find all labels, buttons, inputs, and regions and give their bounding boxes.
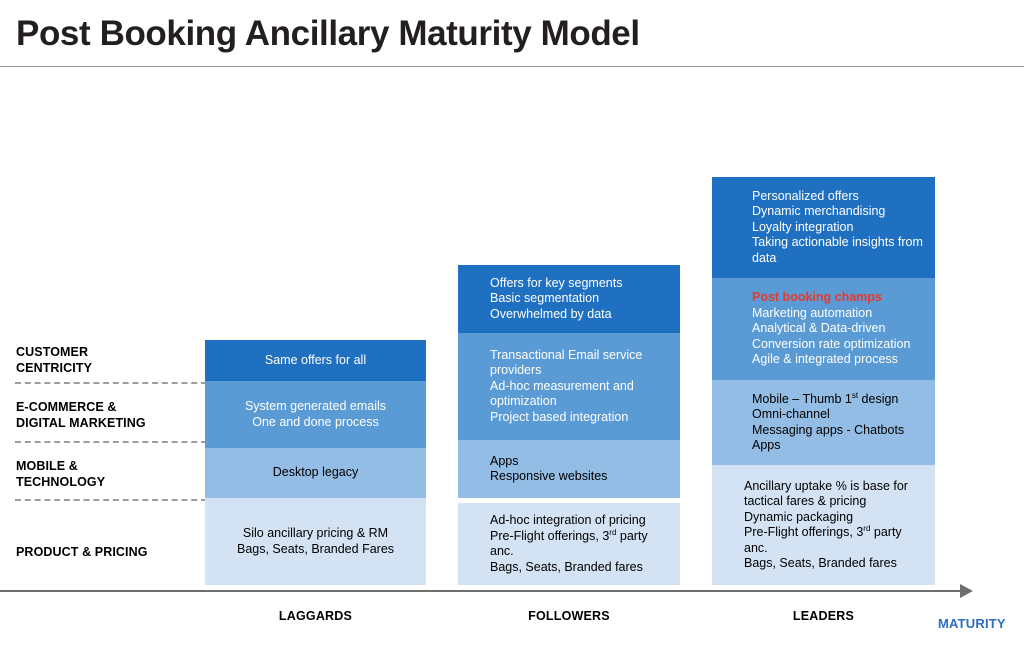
cell-line: Transactional Email service providers [490,347,646,378]
cell-line: Apps [752,438,781,452]
row-label-ecommerce-digital-marketing: E-COMMERCE & DIGITAL MARKETING [16,399,206,431]
maturity-axis-arrowhead [960,584,973,598]
cell-laggards-customer-centricity[interactable]: Same offers for all [205,340,426,381]
cell-line: Loyalty integration [752,219,854,234]
cell-followers-ecommerce-digital-marketing[interactable]: Transactional Email service providers Ad… [458,333,680,440]
cell-laggards-product-pricing[interactable]: Silo ancillary pricing & RM Bags, Seats,… [205,498,426,585]
cell-laggards-ecommerce-digital-marketing[interactable]: System generated emails One and done pro… [205,381,426,448]
cell-line: Analytical & Data-driven [752,321,886,336]
cell-line: System generated emails [244,399,387,413]
row-label-product-pricing: PRODUCT & PRICING [16,544,206,560]
row-label-line: PRODUCT & PRICING [16,545,148,559]
cell-line: Dynamic merchandising [752,204,886,219]
cell-line: Ancillary uptake % is base for tactical … [744,478,912,509]
highlight-post-booking-champs: Post booking champs [752,290,882,305]
cell-line: Offers for key segments [490,275,623,290]
cell-followers-product-pricing[interactable]: Ad-hoc integration of pricing Pre-Flight… [458,503,680,585]
axis-label-followers: FOLLOWERS [528,609,610,623]
cell-line: Bags, Seats, Branded fares [490,559,643,574]
column-laggards[interactable]: Same offers for all System generated ema… [205,0,426,649]
maturity-axis-line [0,590,963,592]
cell-laggards-mobile-technology[interactable]: Desktop legacy [205,448,426,498]
cell-line: Bags, Seats, Branded Fares [236,541,395,556]
cell-line-superscript: Pre-Flight offerings, 3rd party anc. [744,523,906,555]
axis-label-leaders: LEADERS [792,609,855,623]
row-label-customer-centricity: CUSTOMER CENTRICITY [16,344,206,376]
cell-leaders-mobile-technology[interactable]: Mobile – Thumb 1st design Omni-channel M… [712,380,935,465]
cell-line: Conversion rate optimization [752,336,911,351]
column-leaders[interactable]: Personalized offers Dynamic merchandisin… [712,0,935,649]
cell-line: Marketing automation [752,305,873,320]
cell-line: Bags, Seats, Branded fares [744,556,897,570]
row-label-line: CUSTOMER CENTRICITY [16,345,92,375]
cell-line: Ad-hoc measurement and optimization [490,378,638,409]
row-separator-2 [15,441,207,443]
cell-line: Project based integration [490,409,629,424]
row-label-line: MOBILE & TECHNOLOGY [16,459,106,489]
cell-line: Personalized offers [752,188,859,203]
cell-line-superscript: Mobile – Thumb 1st design [752,390,899,406]
cell-leaders-customer-centricity[interactable]: Personalized offers Dynamic merchandisin… [712,177,935,278]
cell-line: Responsive websites [490,469,608,483]
header-divider [0,66,1024,67]
cell-followers-mobile-technology[interactable]: Apps Responsive websites [458,440,680,498]
row-label-mobile-technology: MOBILE & TECHNOLOGY [16,458,206,490]
cell-line: Apps [490,453,519,468]
cell-line: Messaging apps - Chatbots [752,422,905,437]
cell-line: Dynamic packaging [744,509,854,524]
column-followers[interactable]: Offers for key segments Basic segmentati… [458,0,680,649]
row-label-line: E-COMMERCE & DIGITAL MARKETING [16,400,146,430]
cell-line: One and done process [252,414,379,429]
cell-line: Same offers for all [264,352,367,367]
cell-followers-customer-centricity[interactable]: Offers for key segments Basic segmentati… [458,265,680,333]
row-separator-3 [15,499,207,501]
page-title: Post Booking Ancillary Maturity Model [16,14,640,53]
axis-title-maturity: MATURITY [938,616,1006,631]
cell-line: Omni-channel [752,407,830,421]
cell-line: Silo ancillary pricing & RM [242,526,389,540]
cell-line: Taking actionable insights from data [752,235,927,265]
row-separator-1 [15,382,207,384]
axis-label-laggards: LAGGARDS [278,609,353,623]
cell-line: Ad-hoc integration of pricing [490,513,646,527]
cell-line: Agile & integrated process [752,352,898,367]
cell-line-superscript: Pre-Flight offerings, 3rd party anc. [490,527,652,558]
cell-line: Overwhelmed by data [490,306,612,321]
cell-leaders-product-pricing[interactable]: Ancillary uptake % is base for tactical … [712,465,935,585]
cell-leaders-ecommerce-digital-marketing[interactable]: Post booking champs Marketing automation… [712,278,935,380]
cell-line: Basic segmentation [490,291,600,306]
cell-line: Desktop legacy [272,465,359,480]
